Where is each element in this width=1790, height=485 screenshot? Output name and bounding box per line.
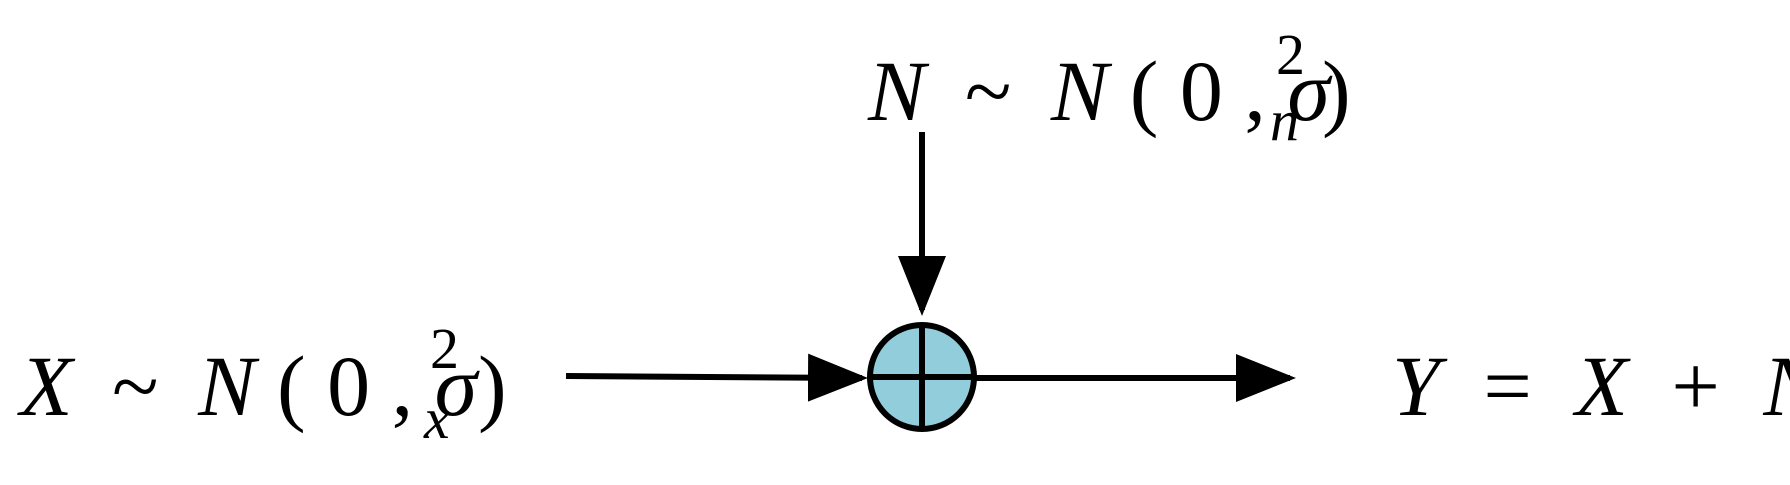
input-distributed-symbol: ~ bbox=[112, 338, 159, 434]
noise-distributed-symbol: ~ bbox=[965, 43, 1012, 139]
input-variable: X bbox=[17, 338, 76, 434]
noise-open-paren: ( bbox=[1130, 43, 1159, 139]
noise-variance-superscript: 2 bbox=[1276, 22, 1305, 87]
svg-text:N ~ N (: N ~ N ( 0 , σ bbox=[867, 43, 1333, 139]
noise-mean: 0 bbox=[1180, 43, 1223, 139]
output-variable: Y bbox=[1392, 338, 1448, 434]
output-term-n: N bbox=[1762, 338, 1790, 434]
input-mean: 0 bbox=[327, 338, 370, 434]
noise-variance-subscript: n bbox=[1270, 88, 1299, 153]
input-sigma: σ bbox=[435, 338, 481, 434]
input-comma: , bbox=[392, 338, 414, 434]
input-open-paren: ( bbox=[277, 338, 306, 434]
noise-sigma: σ bbox=[1287, 43, 1333, 139]
circle-plus-adder-icon bbox=[867, 322, 977, 432]
input-distribution-name: N bbox=[197, 338, 260, 434]
noise-distribution-name: N bbox=[1050, 43, 1113, 139]
noise-label: N ~ N ( 0 , σ 2 n ) bbox=[867, 22, 1351, 153]
input-variance-subscript: x bbox=[423, 386, 450, 451]
output-equals: = bbox=[1483, 338, 1532, 434]
noise-variable: N bbox=[867, 43, 930, 139]
output-term-x: X bbox=[1572, 338, 1631, 434]
input-arrow bbox=[565, 353, 868, 402]
svg-text:Y = X +: Y = X + N bbox=[1392, 338, 1790, 434]
output-plus: + bbox=[1671, 338, 1720, 434]
input-label: X ~ N ( 0 , σ 2 x ) bbox=[17, 316, 507, 451]
input-variance-superscript: 2 bbox=[430, 316, 459, 381]
output-label: Y = X + N bbox=[1392, 338, 1790, 434]
svg-text:X ~ N (: X ~ N ( 0 , σ bbox=[17, 338, 481, 434]
noise-comma: , bbox=[1244, 43, 1266, 139]
noise-close-paren: ) bbox=[1322, 43, 1351, 139]
input-close-paren: ) bbox=[478, 338, 507, 434]
